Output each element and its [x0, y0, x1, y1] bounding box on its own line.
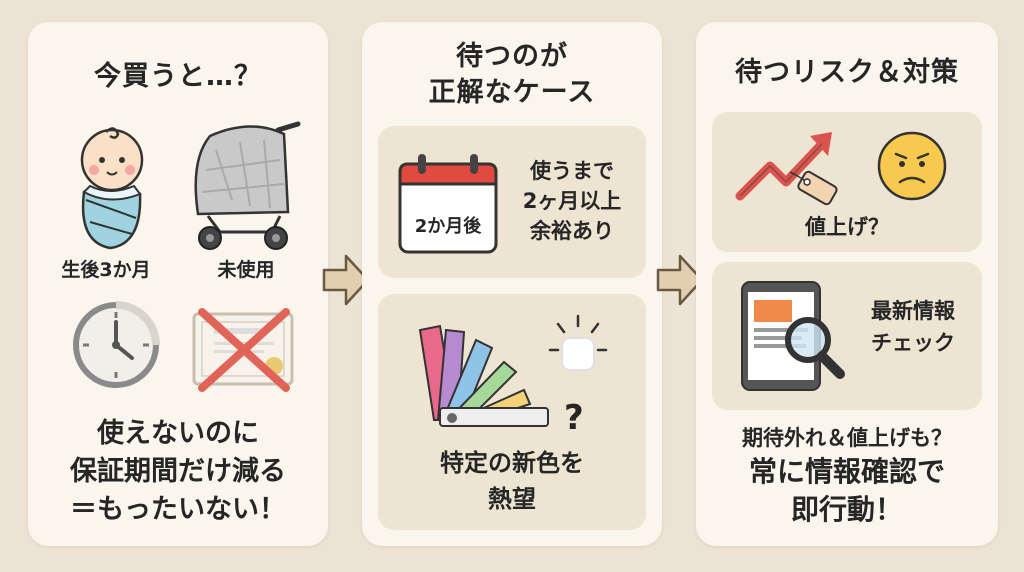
arrow-right-icon — [322, 254, 370, 306]
rising-price-icon — [735, 132, 838, 206]
conclusion-line-1: 期待外れ＆値上げも？ — [742, 426, 952, 450]
conclusion-line-1: 使えないのに — [97, 418, 259, 449]
panel-title-line-1: 待つのが — [456, 41, 568, 72]
box2-line-2: 熱望 — [488, 485, 536, 513]
panel-buy-now: 今買うと…？ 生後3か月 未使用 — [28, 22, 328, 546]
color-swatch-icon — [418, 314, 608, 428]
conclusion-line-3: ＝もったいない！ — [70, 494, 286, 525]
clock-icon — [73, 301, 160, 388]
price-rise-label: 値上げ？ — [805, 215, 889, 239]
box-new-color: ? 特定の新色を 熱望 — [378, 294, 646, 530]
certificate-cross-icon — [192, 308, 294, 392]
box1-line-2: 2ヶ月以上 — [522, 189, 622, 213]
box2-line-1: 特定の新色を — [440, 449, 584, 477]
panel-wait-case: 待つのが 正解なケース 2か月後 使うまで 2ヶ月以上 余裕あり — [362, 22, 662, 546]
conclusion-line-2: 保証期間だけ減る — [70, 456, 286, 487]
label-unused: 未使用 — [217, 259, 275, 281]
panel-wait-risk: 待つリスク＆対策 値上げ？ — [696, 22, 998, 546]
panel-title: 待つリスク＆対策 — [735, 57, 959, 88]
arrow-right-icon — [656, 254, 704, 306]
box2-line-1: 最新情報 — [871, 299, 955, 323]
question-mark: ? — [564, 398, 584, 438]
baby-icon — [80, 127, 144, 250]
box-price-rise: 値上げ？ — [712, 112, 982, 252]
box-check-info: 最新情報 チェック — [712, 262, 982, 410]
panel-title: 今買うと…？ — [94, 61, 262, 92]
calendar-icon — [398, 154, 498, 254]
tablet-search-icon — [741, 281, 845, 391]
stroller-icon — [194, 121, 301, 250]
worried-face-icon — [877, 131, 947, 201]
box2-line-2: チェック — [871, 331, 955, 355]
box1-line-3: 余裕あり — [530, 219, 614, 243]
calendar-text: 2か月後 — [414, 216, 482, 237]
label-baby-age: 生後3か月 — [61, 259, 151, 281]
box-two-months: 2か月後 使うまで 2ヶ月以上 余裕あり — [378, 126, 646, 278]
box1-line-1: 使うまで — [530, 159, 614, 183]
conclusion-line-3: 即行動！ — [790, 493, 903, 526]
panel-title-line-2: 正解なケース — [428, 77, 596, 108]
conclusion-line-2: 常に情報確認で — [748, 455, 945, 488]
